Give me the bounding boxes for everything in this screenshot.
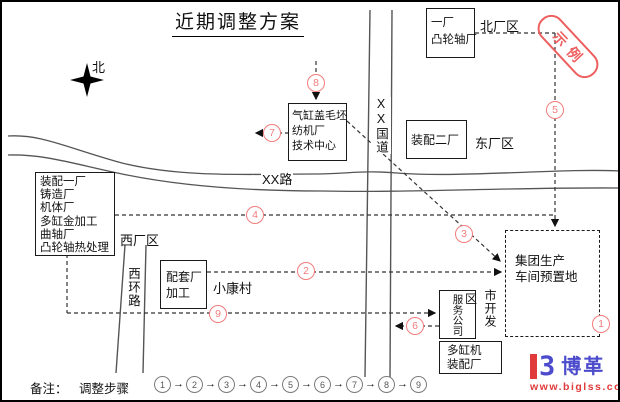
west-ring-road-label: 西环路 bbox=[124, 267, 143, 308]
support-line1: 配套厂 bbox=[166, 270, 203, 284]
page-title: 近期调整方案 bbox=[172, 7, 305, 37]
north-area-label: 北厂区 bbox=[480, 19, 520, 34]
village-label: 小康村 bbox=[213, 281, 253, 296]
route-marker-3: 3 bbox=[455, 225, 473, 243]
north-plant-box: 一厂 凸轮轴厂 bbox=[426, 8, 477, 58]
route-marker-2: 2 bbox=[297, 262, 315, 280]
step-circle-8: 8 bbox=[378, 376, 395, 393]
north-plant-line2: 凸轮轴厂 bbox=[431, 34, 477, 46]
city-dev-label-main: 市开发 bbox=[483, 289, 497, 328]
compass-north-label: 北 bbox=[92, 60, 106, 75]
route-marker-1: 1 bbox=[592, 315, 610, 333]
route-marker-7: 7 bbox=[263, 124, 281, 142]
assembly2-box: 装配二厂 bbox=[406, 120, 467, 159]
west-cluster-line6: 凸轮轴热处理 bbox=[40, 242, 109, 255]
assembly2-line1: 装配二厂 bbox=[411, 132, 460, 147]
note-label: 备注： bbox=[30, 382, 68, 396]
west-cluster-box: 装配一厂 铸造厂 机体厂 多缸金加工 曲轴厂 凸轮轴热处理 bbox=[35, 172, 115, 256]
step-circle-7: 7 bbox=[346, 376, 363, 393]
west-cluster-line1: 装配一厂 bbox=[40, 176, 86, 188]
reserved-site-line1: 集团生产 bbox=[515, 254, 566, 268]
cross-road-label: XX路 bbox=[261, 169, 294, 188]
east-area-label: 东厂区 bbox=[475, 136, 515, 151]
west-cluster-line4: 多缸金加工 bbox=[40, 215, 98, 228]
compass-star-icon bbox=[70, 63, 104, 97]
step-arrow-icon: → bbox=[397, 378, 408, 390]
step-arrow-icon: → bbox=[333, 378, 344, 390]
service-box: 服务公司 bbox=[439, 290, 476, 339]
steps-sequence: 1 → 2 → 3 → 4 → 5 → 6 → 7 → 8 → 9 bbox=[154, 376, 427, 393]
route-marker-9: 9 bbox=[209, 305, 227, 323]
brand-logo: 3 博革 www.biglss.com bbox=[530, 351, 618, 393]
city-dev-label-tail: 区 bbox=[465, 292, 478, 306]
support-line2: 加工 bbox=[166, 286, 191, 300]
route-marker-8: 8 bbox=[307, 74, 325, 92]
national-road-lines bbox=[364, 9, 393, 378]
step-arrow-icon: → bbox=[365, 378, 376, 390]
reserved-site-box: 集团生产 车间预置地 bbox=[505, 230, 600, 337]
logo-url: www.biglss.com bbox=[530, 381, 618, 393]
textile-line1: 气缸盖毛坯 bbox=[292, 110, 347, 122]
route-marker-6: 6 bbox=[406, 317, 424, 335]
north-plant-line1: 一厂 bbox=[431, 17, 454, 29]
west-cluster-line2: 铸造厂 bbox=[40, 189, 75, 202]
step-circle-9: 9 bbox=[410, 376, 427, 393]
west-area-label: 西厂区 bbox=[120, 233, 160, 248]
multi-cylinder-box: 多缸机 装配厂 bbox=[439, 341, 502, 374]
textile-line3: 技术中心 bbox=[292, 140, 336, 152]
step-circle-4: 4 bbox=[250, 376, 267, 393]
multi-cylinder-line2: 装配厂 bbox=[447, 359, 482, 371]
logo-name: 博革 bbox=[561, 356, 606, 378]
step-circle-2: 2 bbox=[186, 376, 203, 393]
reserved-site-line2: 车间预置地 bbox=[515, 270, 578, 284]
step-arrow-icon: → bbox=[205, 378, 216, 390]
textile-line2: 纺机厂 bbox=[292, 125, 325, 137]
national-road-label: XX国道 bbox=[372, 97, 391, 154]
step-arrow-icon: → bbox=[173, 378, 184, 390]
step-circle-3: 3 bbox=[218, 376, 235, 393]
support-box: 配套厂 加工 bbox=[160, 260, 207, 309]
west-cluster-line3: 机体厂 bbox=[40, 202, 75, 215]
step-arrow-icon: → bbox=[301, 378, 312, 390]
route-marker-5: 5 bbox=[546, 101, 564, 119]
route-marker-4: 4 bbox=[246, 206, 264, 224]
west-ring-road-lines bbox=[115, 244, 147, 374]
step-circle-6: 6 bbox=[314, 376, 331, 393]
steps-label: 调整步骤 bbox=[79, 382, 130, 396]
multi-cylinder-line1: 多缸机 bbox=[447, 345, 482, 357]
step-circle-5: 5 bbox=[282, 376, 299, 393]
cross-road-lines bbox=[7, 135, 618, 193]
textile-box: 气缸盖毛坯 纺机厂 技术中心 bbox=[288, 103, 347, 161]
service-line1: 服务公司 bbox=[451, 293, 464, 336]
logo-bar-icon bbox=[530, 354, 537, 379]
logo-mark-icon: 3 bbox=[539, 351, 556, 382]
step-arrow-icon: → bbox=[269, 378, 280, 390]
step-arrow-icon: → bbox=[237, 378, 248, 390]
step-circle-1: 1 bbox=[154, 376, 171, 393]
west-cluster-line5: 曲轴厂 bbox=[40, 228, 75, 241]
